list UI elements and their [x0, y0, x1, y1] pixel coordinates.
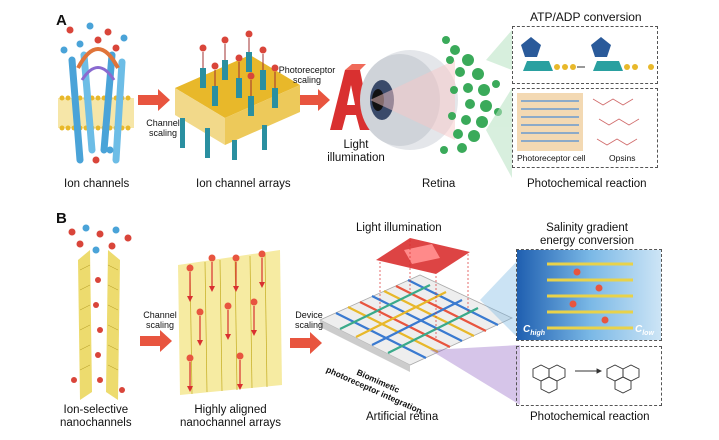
light-illumination-a-line1: Light [343, 139, 369, 151]
device-scaling-line2: scaling [294, 320, 323, 330]
photoreceptor-scaling-line1: Photoreceptor [278, 65, 336, 75]
arrow-device-scaling [290, 332, 322, 354]
opsins-label: Opsins [609, 153, 636, 163]
ion-channel-array-slab [175, 30, 300, 160]
channel-scaling-a-line2: scaling [148, 128, 177, 138]
c-high-sub: high [530, 330, 546, 337]
light-a-shape [330, 64, 372, 130]
light-illumination-a-line2: illumination [327, 152, 385, 164]
ion-selective-nanochannel [78, 250, 120, 400]
channel-scaling-b-label: Channel scaling [136, 310, 184, 330]
artificial-retina-device [319, 238, 520, 405]
panel-b-letter: B [56, 210, 67, 227]
device-scaling-line1: Device [295, 310, 323, 320]
c-low-sub: low [642, 330, 654, 337]
device-scaling-label: Device scaling [286, 310, 332, 330]
ion-selective-line1: Ion-selective [63, 404, 129, 416]
salinity-gradient-box: Chigh Clow [516, 249, 662, 341]
light-illumination-a-label: Light illumination [326, 139, 386, 165]
channel-scaling-b-line2: scaling [145, 320, 174, 330]
ion-channels-label: Ion channels [64, 178, 130, 190]
aligned-arrays-label: Highly aligned nanochannel arrays [180, 404, 281, 430]
ion-particles-a [60, 22, 128, 164]
pyranine-molecules [532, 364, 640, 394]
atp-adp-box [512, 26, 658, 84]
photoreceptor-cell-label: Photoreceptor cell [517, 153, 586, 163]
channel-scaling-a-label: Channel scaling [140, 118, 186, 138]
retina-label: Retina [422, 178, 456, 190]
retina-zoom-fan [486, 30, 512, 178]
ion-channel-arrays-label: Ion channel arrays [196, 178, 291, 190]
c-high-label: Chigh [523, 324, 545, 337]
channel-scaling-b-line1: Channel [143, 310, 177, 320]
ion-channel-protein [68, 47, 126, 164]
arrow-photoreceptor-scaling [300, 89, 330, 111]
atp-adp-molecules [521, 37, 654, 71]
artificial-retina-label: Artificial retina [366, 411, 439, 423]
arrow-channel-scaling-b [140, 330, 172, 352]
photoreceptor-scaling-line2: scaling [292, 75, 321, 85]
photochemical-reaction-a-label: Photochemical reaction [527, 178, 647, 190]
c-low-label: Clow [635, 324, 654, 337]
salinity-gradient-graphic [517, 250, 661, 340]
aligned-arrays-line1: Highly aligned [194, 404, 267, 416]
photochemical-reaction-b-label: Photochemical reaction [530, 411, 650, 423]
c-low-c: C [635, 324, 643, 335]
photoreceptor-cell-graphic [517, 93, 640, 151]
eye-illustration [360, 50, 458, 150]
salinity-title-line1: Salinity gradient [546, 222, 628, 234]
aligned-nanochannel-array [178, 250, 282, 395]
photochemical-molecule-box [516, 346, 662, 406]
atp-adp-title: ATP/ADP conversion [530, 10, 642, 24]
ion-selective-line2: nanochannels [60, 417, 132, 429]
c-high-c: C [523, 324, 531, 335]
aligned-arrays-line2: nanochannel arrays [180, 417, 282, 429]
photoreceptor-opsin-box: Photoreceptor cell Opsins [512, 88, 658, 168]
arrow-channel-scaling-a [138, 89, 170, 111]
light-illumination-b-label: Light illumination [356, 222, 442, 234]
ion-particles-b [68, 224, 132, 393]
ion-selective-label: Ion-selective nanochannels [60, 404, 132, 430]
salinity-title-line2: energy conversion [540, 235, 634, 247]
photoreceptor-scaling-label: Photoreceptor scaling [272, 65, 342, 85]
panel-a-letter: A [56, 12, 67, 29]
channel-scaling-a-line1: Channel [146, 118, 180, 128]
salinity-gradient-title: Salinity gradient energy conversion [540, 222, 634, 248]
